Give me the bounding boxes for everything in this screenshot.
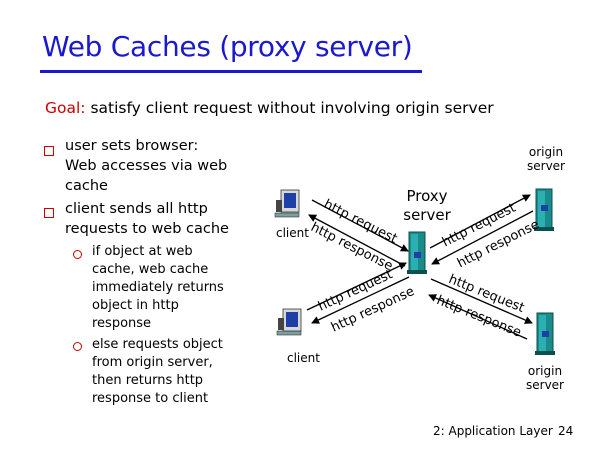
- origin-server-label: origin server: [520, 145, 572, 173]
- bullet-2-line-2: requests to web cache: [65, 221, 229, 237]
- page-number: 24: [558, 424, 574, 438]
- client-label: client: [287, 351, 320, 365]
- proxy-server-icon: [407, 231, 427, 274]
- proxy-label-line-1: Proxy: [406, 187, 448, 205]
- bullet-marker: [44, 146, 54, 156]
- response-arrow: [428, 294, 528, 340]
- client-label: client: [276, 226, 309, 240]
- request-arrow: [430, 278, 533, 324]
- sub-bullet-2-line-4: response to client: [92, 391, 209, 406]
- proxy-server-label: Proxy server: [394, 187, 460, 225]
- origin-label-line-2: server: [527, 159, 565, 173]
- origin-label-line-1: origin: [527, 364, 563, 378]
- request-arrow: [311, 199, 409, 252]
- request-arrow: [306, 262, 407, 311]
- goal-text: satisfy client request without involving…: [90, 99, 494, 117]
- sub-bullet-1-line-2: cache, web cache: [92, 262, 209, 277]
- proxy-label-line-2: server: [403, 206, 451, 224]
- sub-bullet-1-line-4: object in http: [92, 298, 179, 313]
- origin-server-icon: [534, 188, 554, 231]
- sub-bullet-1-line-5: response: [92, 316, 152, 331]
- origin-label-line-2: server: [526, 378, 564, 392]
- origin-server-icon: [535, 312, 555, 355]
- goal-label: Goal:: [45, 99, 86, 117]
- bullet-marker: [44, 208, 54, 218]
- origin-server-label: origin server: [519, 364, 571, 392]
- title-underline: [40, 70, 422, 73]
- footer-section: 2: Application Layer: [433, 424, 553, 438]
- goal-line: Goal: satisfy client request without inv…: [45, 99, 494, 117]
- bullet-2-line-1: client sends all http: [65, 201, 208, 217]
- sub-bullet-marker: [73, 342, 82, 351]
- request-arrow: [429, 194, 531, 249]
- bullet-1-line-3: cache: [65, 178, 108, 194]
- client-computer-icon: [276, 308, 302, 336]
- sub-bullet-1-line-1: if object at web: [92, 244, 193, 259]
- client-computer-icon: [274, 189, 300, 218]
- response-arrow: [311, 276, 410, 324]
- bullet-1-line-1: user sets browser:: [65, 138, 199, 154]
- sub-bullet-marker: [73, 250, 82, 259]
- sub-bullet-2-line-2: from origin server,: [92, 355, 213, 370]
- sub-bullet-2-line-3: then returns http: [92, 373, 204, 388]
- slide-title: Web Caches (proxy server): [42, 30, 413, 63]
- response-arrow: [308, 214, 406, 267]
- sub-bullet-2-line-1: else requests object: [92, 337, 223, 352]
- origin-label-line-1: origin: [528, 145, 564, 159]
- bullet-1-line-2: Web accesses via web: [65, 158, 228, 174]
- sub-bullet-1-line-3: immediately returns: [92, 280, 224, 295]
- response-arrow: [431, 210, 534, 265]
